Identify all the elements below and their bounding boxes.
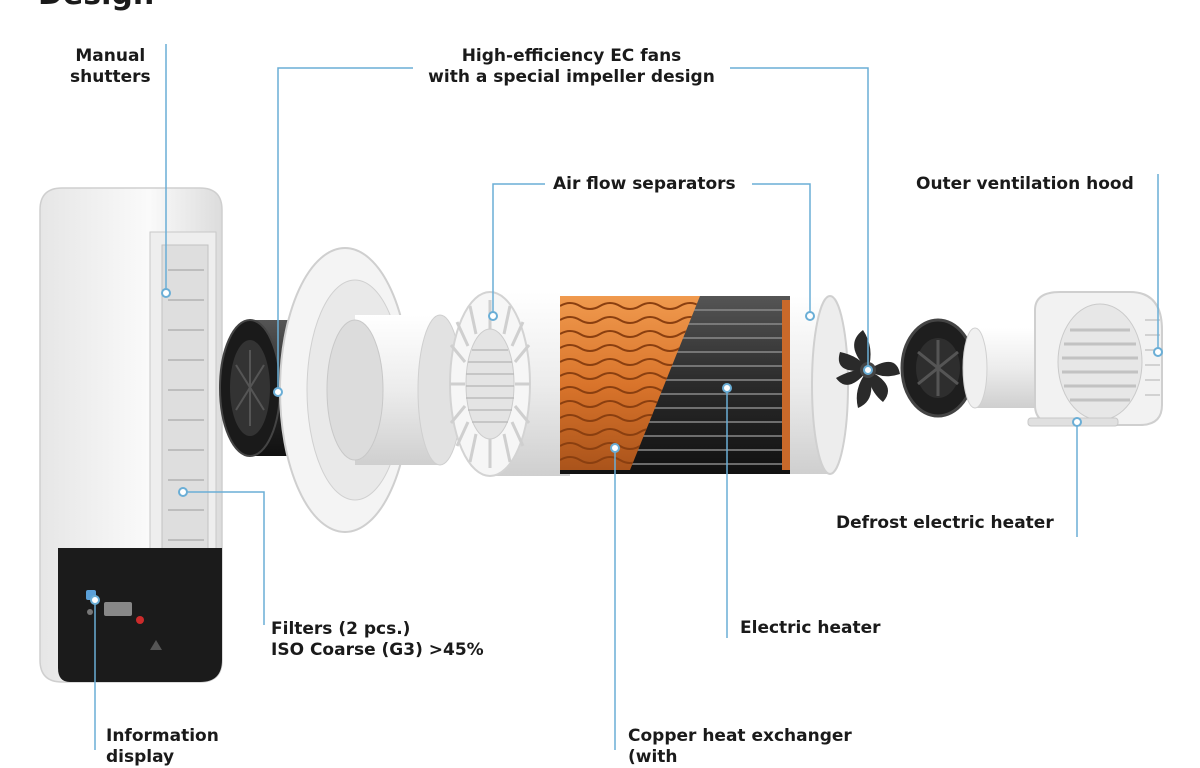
label-outer-ventilation-hood: Outer ventilation hood [916, 174, 1134, 194]
shutter-slats [168, 269, 204, 541]
label-manual-shutters: Manual shutters [70, 46, 151, 88]
label-line: display [106, 747, 175, 767]
label-line: (with [628, 747, 678, 767]
label-information-display: Information display [106, 726, 219, 768]
front-panel [39, 187, 223, 683]
label-line: Information [106, 726, 219, 746]
exploded-diagram [39, 44, 1163, 750]
mounting-flange [279, 247, 463, 533]
outer-hood [962, 291, 1163, 427]
label-line: shutters [70, 67, 151, 87]
label-line: High-efficiency EC fans [461, 46, 682, 66]
label-electric-heater: Electric heater [740, 618, 881, 638]
label-line: Filters (2 pcs.) [271, 619, 411, 639]
label-line: ISO Coarse (G3) >45% [271, 640, 484, 660]
label-line: Manual [75, 46, 146, 66]
label-air-flow-separators: Air flow separators [553, 174, 736, 194]
label-filters: Filters (2 pcs.) ISO Coarse (G3) >45% [271, 619, 484, 661]
page-title: Design [38, 0, 154, 12]
heat-exchanger [449, 291, 849, 477]
outer-fan [836, 318, 976, 418]
label-defrost-electric-heater: Defrost electric heater [836, 513, 1054, 533]
label-ec-fans: High-efficiency EC fans with a special i… [419, 46, 724, 88]
label-line: with a special impeller design [428, 67, 715, 87]
leader-dots [90, 288, 1163, 605]
label-line: Copper heat exchanger [628, 726, 852, 746]
leader-lines [94, 44, 1159, 750]
label-copper-heat-exchanger: Copper heat exchanger (with [628, 726, 852, 768]
